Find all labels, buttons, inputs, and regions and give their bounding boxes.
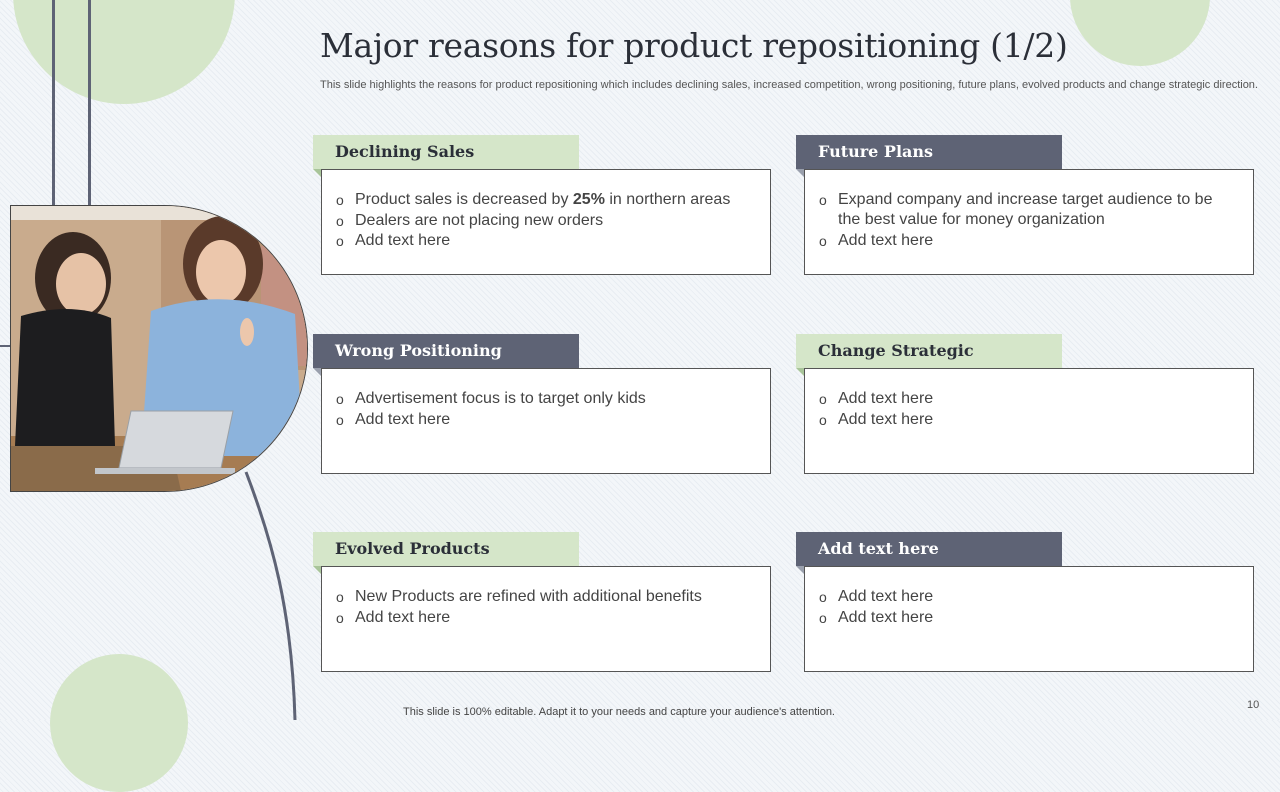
bullet-item: New Products are refined with additional…: [336, 587, 756, 607]
bullet-item: Expand company and increase target audie…: [819, 190, 1239, 230]
bullet-text: in northern areas: [604, 191, 731, 208]
photo-two-women-with-laptop: [10, 205, 308, 492]
bullet-item: Advertisement focus is to target only ki…: [336, 389, 756, 409]
card-body: Add text here Add text here: [804, 566, 1254, 672]
card-body: New Products are refined with additional…: [321, 566, 771, 672]
card-title: Add text here: [796, 532, 1062, 566]
slide-subtitle: This slide highlights the reasons for pr…: [320, 79, 1258, 91]
bullet-item: Add text here: [819, 608, 1239, 628]
tab-fold: [796, 169, 804, 177]
bullet-item: Product sales is decreased by 25% in nor…: [336, 190, 756, 210]
card-title: Evolved Products: [313, 532, 579, 566]
bullet-highlight: 25%: [572, 191, 605, 208]
card-body: Product sales is decreased by 25% in nor…: [321, 169, 771, 275]
bullet-text: Product sales is decreased by: [355, 191, 573, 208]
tab-fold: [313, 368, 321, 376]
tab-fold: [796, 566, 804, 574]
card-add-text-here: Add text here Add text here Add text her…: [796, 532, 1262, 672]
card-body: Add text here Add text here: [804, 368, 1254, 474]
bullet-item: Add text here: [819, 389, 1239, 409]
card-evolved-products: Evolved Products New Products are refine…: [313, 532, 779, 672]
card-body: Expand company and increase target audie…: [804, 169, 1254, 275]
page-number: 10: [1247, 699, 1260, 711]
slide-title: Major reasons for product repositioning …: [320, 26, 1068, 65]
bullet-item: Add text here: [819, 410, 1239, 430]
tab-fold: [796, 368, 804, 376]
card-change-strategic-direction: Change Strategic Direction Add text here…: [796, 334, 1262, 474]
card-title: Future Plans: [796, 135, 1062, 169]
bullet-item: Add text here: [336, 231, 756, 251]
card-wrong-positioning: Wrong Positioning Advertisement focus is…: [313, 334, 779, 474]
tab-fold: [313, 169, 321, 177]
card-declining-sales: Declining Sales Product sales is decreas…: [313, 135, 779, 275]
decorative-line-left: [52, 0, 55, 206]
bullet-item: Add text here: [819, 587, 1239, 607]
decorative-line-right: [88, 0, 91, 206]
bullet-item: Add text here: [336, 410, 756, 430]
card-title: Wrong Positioning: [313, 334, 579, 368]
bullet-item: Add text here: [819, 231, 1239, 251]
bullet-item: Dealers are not placing new orders: [336, 211, 756, 231]
card-title: Change Strategic Direction: [796, 334, 1062, 394]
slide-footer: This slide is 100% editable. Adapt it to…: [403, 706, 835, 718]
card-body: Advertisement focus is to target only ki…: [321, 368, 771, 474]
card-future-plans: Future Plans Expand company and increase…: [796, 135, 1262, 275]
bullet-item: Add text here: [336, 608, 756, 628]
tab-fold: [313, 566, 321, 574]
decorative-circle-top-right: [1070, 0, 1210, 66]
card-title: Declining Sales: [313, 135, 579, 169]
